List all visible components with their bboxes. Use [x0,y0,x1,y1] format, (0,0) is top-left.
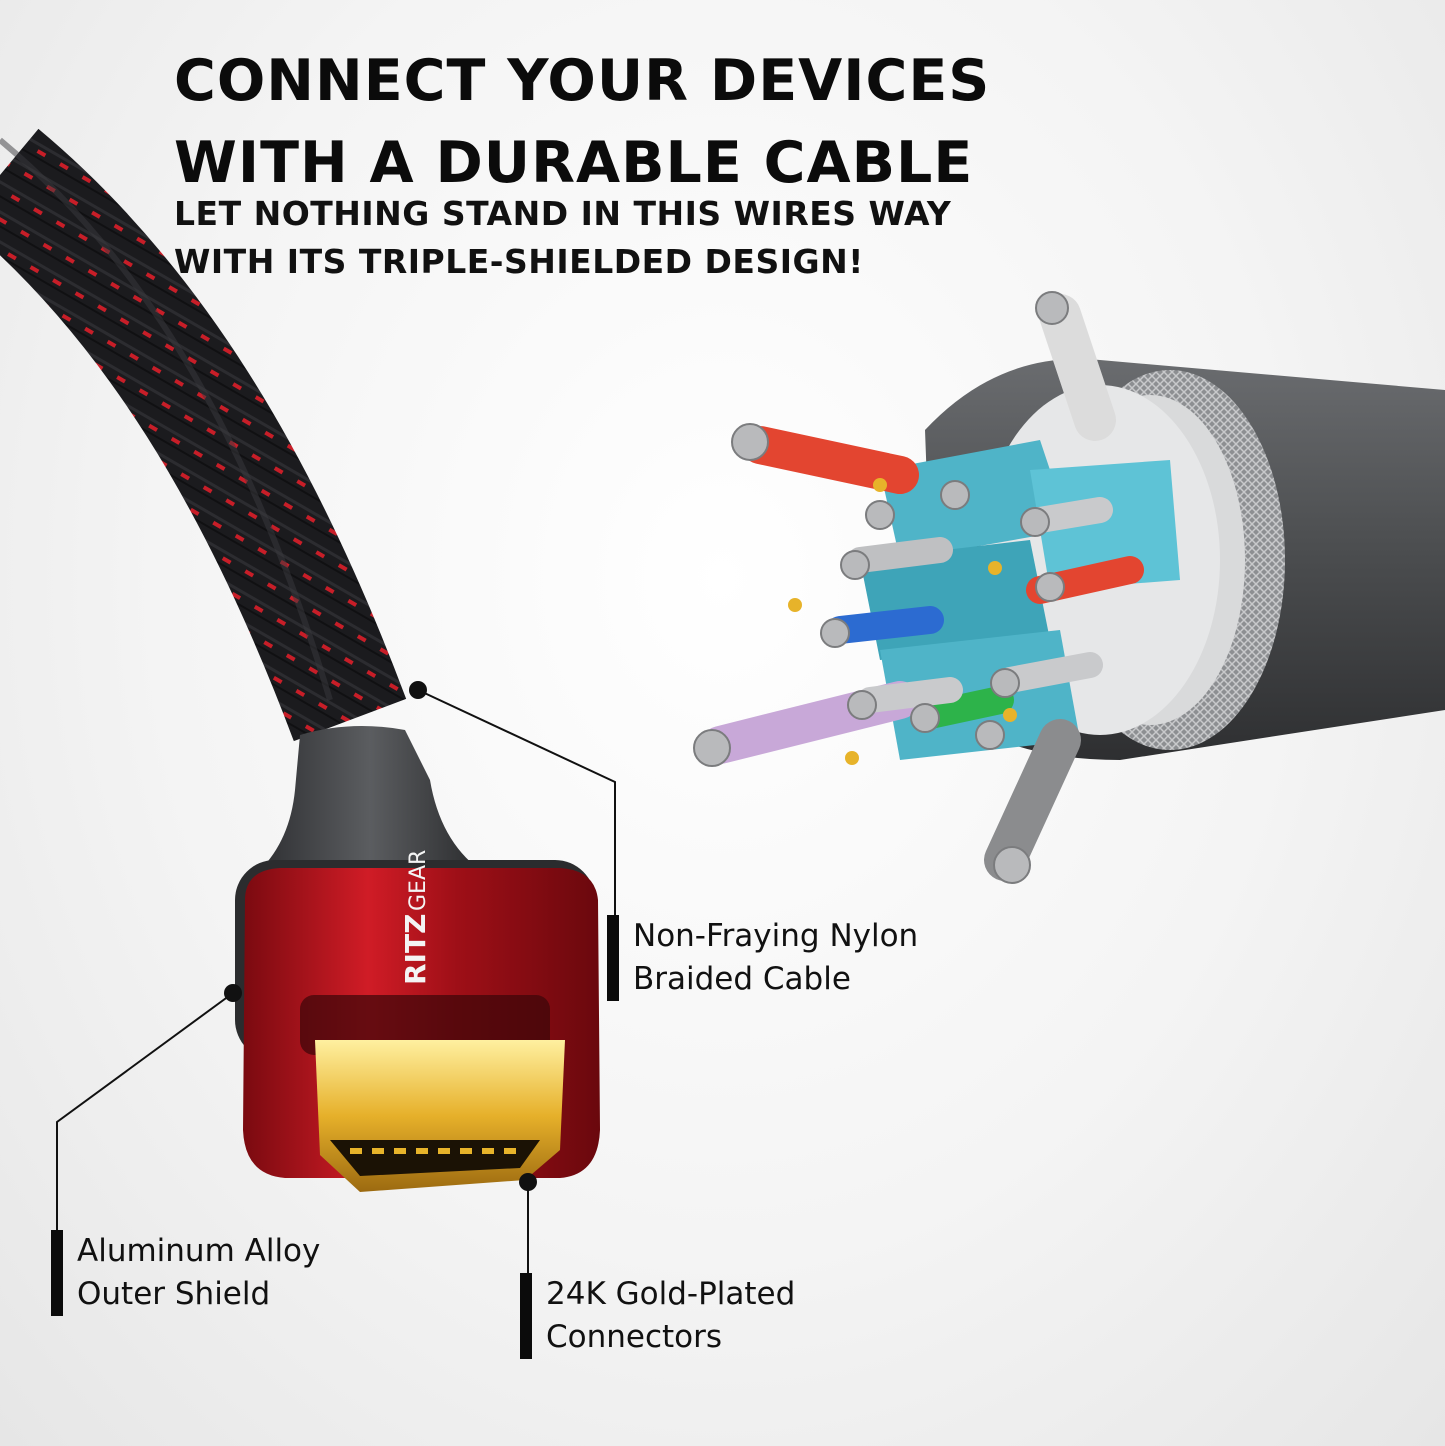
callout-gold-connectors: 24K Gold-Plated Connectors [520,1273,795,1359]
callout-text: Non-Fraying Nylon Braided Cable [633,918,919,997]
callout-text: 24K Gold-Plated Connectors [546,1276,796,1355]
headline-line-2: WITH A DURABLE CABLE [174,130,974,196]
subheadline-line-2: WITH ITS TRIPLE-SHIELDED DESIGN! [174,242,864,281]
headline-line-1: CONNECT YOUR DEVICES [174,48,991,114]
connector-boot [260,726,480,870]
headline: CONNECT YOUR DEVICES WITH A DURABLE CABL… [174,40,990,204]
callout-text: Aluminum Alloy Outer Shield [77,1233,321,1312]
brand-logo: RITZ GEAR [399,850,432,985]
callout-bar [51,1230,63,1316]
callout-bar [607,915,619,1001]
callout-bar [520,1273,532,1359]
svg-text:GEAR: GEAR [406,850,431,911]
callout-aluminum-shield: Aluminum Alloy Outer Shield [51,1230,320,1316]
subheadline: LET NOTHING STAND IN THIS WIRES WAY WITH… [174,190,951,286]
svg-text:RITZ: RITZ [399,914,432,985]
callout-nylon-braided: Non-Fraying Nylon Braided Cable [607,915,918,1001]
braided-cable [0,128,407,742]
subheadline-line-1: LET NOTHING STAND IN THIS WIRES WAY [174,194,952,233]
